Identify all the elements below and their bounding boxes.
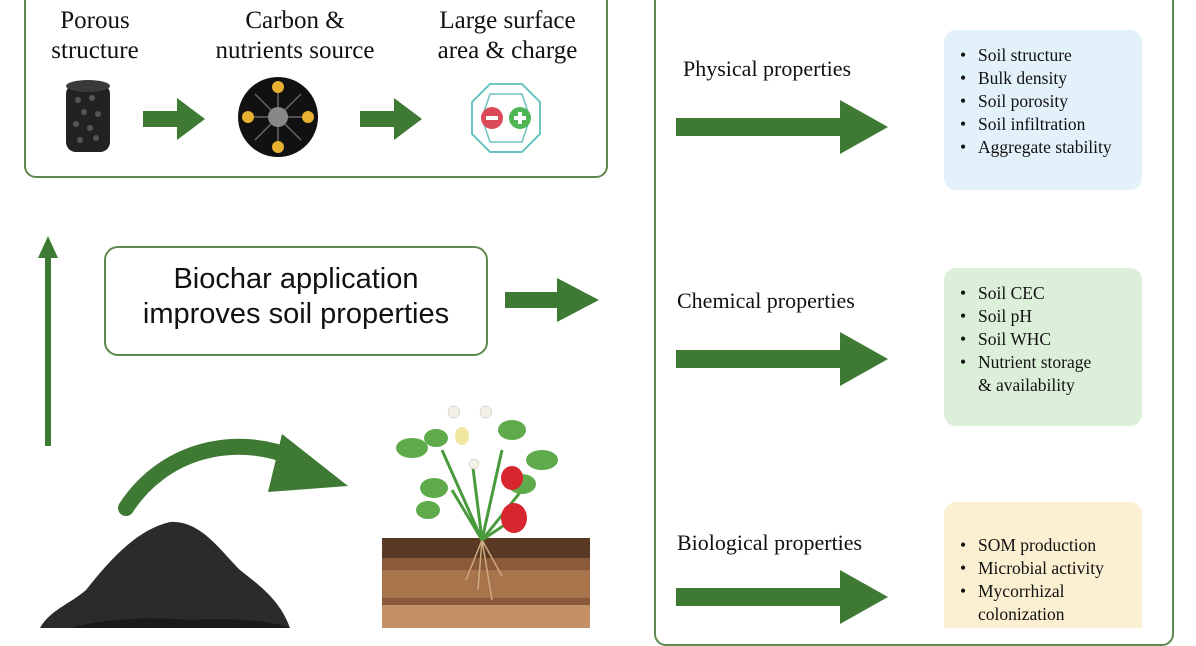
list-item: Soil CEC — [956, 282, 1142, 305]
list-item: Soil porosity — [956, 90, 1142, 113]
list-item: Soil WHC — [956, 328, 1142, 351]
chemical-properties-title: Chemical properties — [677, 288, 855, 313]
arrow-right-icon — [360, 98, 422, 140]
list-item: Bulk density — [956, 67, 1142, 90]
list-item: Microbial activity — [956, 557, 1142, 580]
biochar-application-text: Biochar application improves soil proper… — [142, 263, 450, 331]
list-item: SOM production — [956, 534, 1142, 557]
porous-structure-label: Porous structure — [51, 7, 139, 64]
list-item: Soil structure — [956, 44, 1142, 67]
biological-properties-title: Biological properties — [677, 530, 863, 555]
biological-properties-list: SOM production Microbial activity Mycorr… — [944, 502, 1142, 628]
carbon-molecule-icon — [238, 77, 318, 157]
list-item: Soil pH — [956, 305, 1142, 328]
arrow-right-icon — [676, 332, 888, 386]
arrow-right-icon — [676, 570, 888, 624]
list-item: Aggregate stability — [956, 136, 1142, 159]
list-item: colonization — [978, 604, 1065, 624]
physical-properties-title: Physical properties — [683, 56, 852, 81]
porous-biochar-icon — [66, 80, 110, 152]
list-item: & availability — [978, 375, 1075, 395]
features-box — [24, 0, 608, 178]
surface-area-label: Large surface area & charge — [437, 7, 578, 64]
list-item: Soil infiltration — [956, 113, 1142, 136]
curved-arrow-icon — [118, 434, 348, 516]
list-item: Nutrient storage — [956, 351, 1142, 374]
list-item: Mycorrhizal — [956, 580, 1142, 603]
arrow-right-icon — [676, 100, 888, 154]
biochar-pile-icon — [40, 521, 290, 628]
biochar-application-box — [104, 246, 488, 356]
strawberry-plant-icon — [382, 405, 590, 628]
physical-properties-list: Soil structure Bulk density Soil porosit… — [944, 30, 1142, 190]
arrow-right-icon — [505, 278, 599, 322]
charged-surface-icon — [471, 83, 541, 153]
chemical-properties-list: Soil CEC Soil pH Soil WHC Nutrient stora… — [944, 268, 1142, 426]
arrow-up-icon — [38, 236, 58, 446]
arrow-right-icon — [143, 98, 205, 140]
carbon-nutrients-label: Carbon & nutrients source — [215, 7, 375, 64]
